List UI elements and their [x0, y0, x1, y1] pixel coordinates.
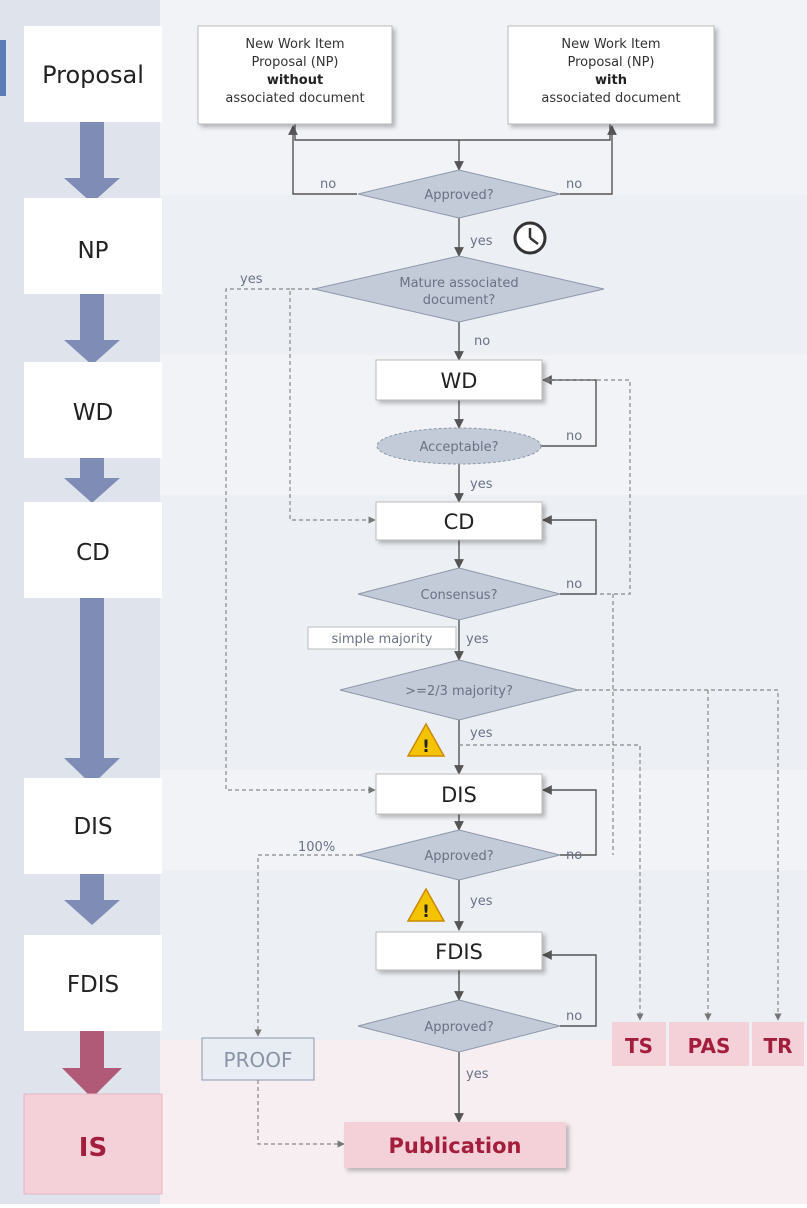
label-no: no	[566, 177, 582, 192]
decision-text: Approved?	[424, 1020, 493, 1035]
warning-icon: !	[406, 887, 446, 922]
decision-approved-np: Approved?	[357, 169, 561, 219]
decision-majority: >=2/3 majority?	[339, 659, 579, 721]
stage-label-dis: DIS	[73, 814, 112, 840]
box-label: WD	[441, 369, 478, 393]
label-no: no	[566, 848, 582, 863]
stage-label-proposal: Proposal	[42, 61, 144, 89]
svg-text:!: !	[422, 902, 430, 922]
box-tr: TR	[752, 1022, 804, 1066]
stage-box-dis	[24, 778, 162, 874]
decision-text: document?	[423, 293, 496, 308]
label-no: no	[566, 429, 582, 444]
decision-approved-dis: Approved?	[357, 829, 561, 881]
box-label: TS	[625, 1034, 653, 1058]
decision-text: Consensus?	[421, 588, 498, 603]
clock-icon	[513, 221, 547, 255]
decision-text: Acceptable?	[419, 440, 498, 455]
stage-box-proposal	[24, 26, 162, 122]
edge-labels: no no yes yes no no yes no yes yes 100% …	[240, 177, 582, 1082]
label-no: no	[320, 177, 336, 192]
stage-arrow	[64, 595, 120, 785]
box-label: CD	[444, 510, 475, 534]
np-without-line4: associated document	[225, 91, 364, 106]
box-label: PROOF	[224, 1048, 293, 1072]
stage-box-is	[23, 1093, 163, 1195]
decision-mature-document: Mature associated document?	[313, 255, 605, 323]
label-yes: yes	[470, 477, 493, 492]
stage-arrow	[64, 455, 120, 503]
stage-box-cd	[24, 502, 162, 598]
simple-majority-tag: simple majority	[307, 626, 457, 650]
box-label: DIS	[441, 783, 477, 807]
np-without-box: New Work Item Proposal (NP) without asso…	[197, 25, 393, 125]
np-with-line4: associated document	[541, 91, 680, 106]
decision-text: Approved?	[424, 849, 493, 864]
box-proof: PROOF	[201, 1037, 315, 1081]
box-label: FDIS	[435, 940, 483, 964]
dashed-connectors	[225, 288, 782, 1148]
stage-box-wd	[24, 362, 162, 458]
decision-acceptable: Acceptable?	[376, 427, 542, 465]
box-ts: TS	[612, 1022, 666, 1066]
label-no: no	[474, 334, 490, 349]
stage-arrow	[64, 90, 120, 203]
decision-text: Mature associated	[399, 276, 518, 291]
stage-arrow-final	[62, 1025, 122, 1098]
stage-arrows	[62, 90, 122, 1098]
label-yes: yes	[470, 894, 493, 909]
label-yes: yes	[240, 272, 263, 287]
warning-icon: !	[406, 722, 446, 757]
np-with-line1: New Work Item	[561, 37, 660, 52]
np-with-line2: Proposal (NP)	[567, 55, 654, 70]
label-100-percent: 100%	[298, 840, 335, 855]
decision-text: Approved?	[424, 188, 493, 203]
label-yes: yes	[466, 1067, 489, 1082]
stage-arrow	[64, 290, 120, 365]
box-wd: WD	[375, 359, 543, 401]
stage-label-wd: WD	[73, 400, 113, 426]
label-no: no	[566, 1009, 582, 1024]
box-pas: PAS	[669, 1022, 749, 1066]
stage-boxes: Proposal NP WD CD DIS FDIS IS	[23, 26, 163, 1195]
box-label: TR	[763, 1034, 792, 1058]
stage-label-fdis: FDIS	[67, 972, 119, 998]
box-cd: CD	[375, 501, 543, 541]
stage-box-fdis	[24, 935, 162, 1031]
box-label: Publication	[388, 1134, 521, 1158]
stage-box-np	[24, 198, 162, 294]
box-label: PAS	[688, 1034, 731, 1058]
decision-text: >=2/3 majority?	[405, 684, 513, 699]
np-without-line1: New Work Item	[245, 37, 344, 52]
label-no: no	[566, 577, 582, 592]
np-with-box: New Work Item Proposal (NP) with associa…	[507, 25, 715, 125]
decision-approved-fdis: Approved?	[357, 999, 561, 1053]
box-fdis: FDIS	[375, 931, 543, 971]
np-without-line3: without	[267, 73, 323, 88]
np-without-line2: Proposal (NP)	[251, 55, 338, 70]
stage-arrow	[64, 860, 120, 925]
stage-label-np: NP	[77, 238, 108, 264]
label-yes: yes	[470, 234, 493, 249]
solid-connectors	[288, 124, 617, 1123]
box-dis: DIS	[375, 773, 543, 815]
simple-majority-label: simple majority	[332, 632, 433, 647]
svg-text:!: !	[422, 737, 430, 757]
decision-consensus: Consensus?	[357, 567, 561, 621]
stage-label-is: IS	[79, 1133, 107, 1163]
label-yes: yes	[466, 632, 489, 647]
label-yes: yes	[470, 726, 493, 741]
stage-label-cd: CD	[76, 540, 110, 566]
np-with-line3: with	[595, 73, 627, 88]
box-publication: Publication	[344, 1122, 566, 1168]
